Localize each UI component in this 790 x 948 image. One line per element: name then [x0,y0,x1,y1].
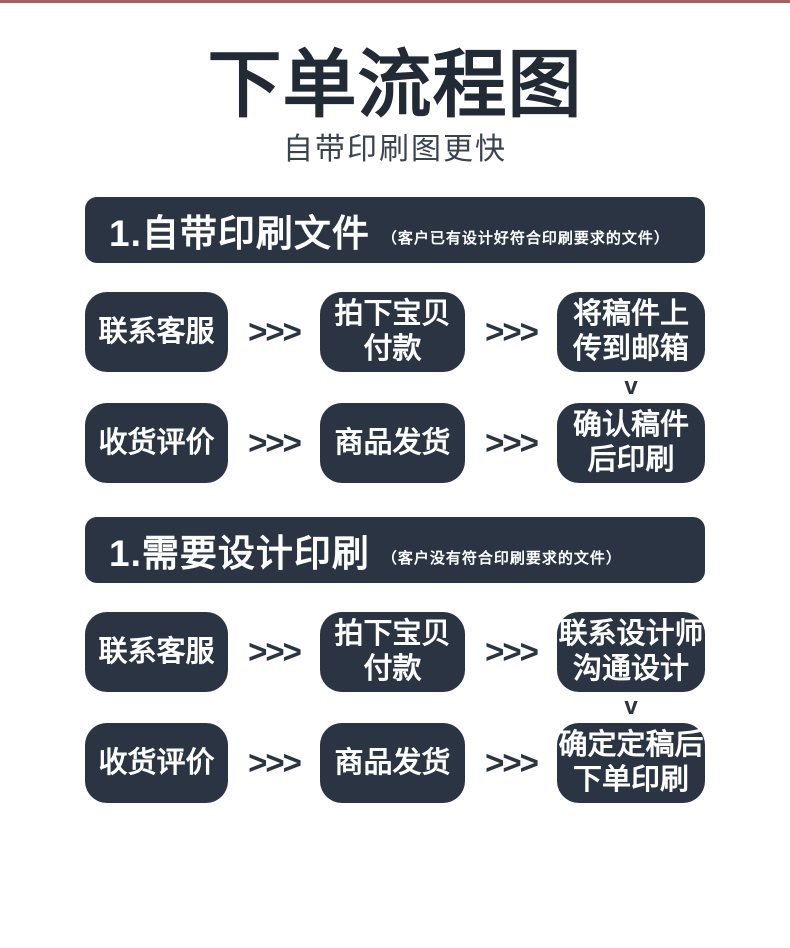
flow-row: 收货评价 >>> 商品发货 >>> 确认稿件 后印刷 [85,403,705,483]
flow-step-label: 将稿件上 [572,298,689,330]
flow-step-box: 确定定稿后 下单印刷 [557,723,705,803]
flow-row: 联系客服 >>> 拍下宝贝 付款 >>> 联系设计师 沟通设计 [85,612,705,692]
flow-step-label: 联系客服 [98,635,215,668]
arrow-right-icon: >>> [485,633,539,670]
flow-step-label: 拍下宝贝 [334,298,451,330]
arrow-down-icon: v [624,693,638,720]
flow-step-label: 传到邮箱 [572,333,689,365]
flow-step-label: 商品发货 [334,746,451,779]
flow-step-box: 联系客服 [85,612,228,692]
top-accent-line [0,0,790,3]
flow-step-label: 沟通设计 [572,653,689,685]
arrow-right-icon: >>> [485,424,539,461]
flow-step-box: 收货评价 [85,403,228,483]
flow-step-box: 将稿件上 传到邮箱 [557,292,705,372]
arrow-right-icon: >>> [248,424,302,461]
flow-step-box: 联系客服 [85,292,228,372]
section-note: （客户没有符合印刷要求的文件） [381,549,622,567]
flow-step-label: 收货评价 [98,426,215,459]
page-subtitle: 自带印刷图更快 [283,133,507,166]
flow-connector-row: v [85,372,705,403]
flow-section-need-design: 1.需要设计印刷 （客户没有符合印刷要求的文件） 联系客服 >>> 拍下宝贝 付… [85,517,705,803]
flow-step-label: 下单印刷 [572,764,689,796]
arrow-right-icon: >>> [248,744,302,781]
flow-step-label: 确认稿件 [572,409,689,441]
arrow-right-icon: >>> [485,744,539,781]
flow-row: 收货评价 >>> 商品发货 >>> 确定定稿后 下单印刷 [85,723,705,803]
flow-step-label: 付款 [363,653,422,685]
page-title: 下单流程图 [207,43,583,126]
flow-step-label: 确定定稿后 [558,729,704,761]
flow-connector-row: v [85,692,705,723]
section-header-bar: 1.需要设计印刷 （客户没有符合印刷要求的文件） [85,517,705,583]
section-heading: 1.需要设计印刷 [109,533,370,574]
flow-step-box: 确认稿件 后印刷 [557,403,705,483]
flow-row: 联系客服 >>> 拍下宝贝 付款 >>> 将稿件上 传到邮箱 [85,292,705,372]
arrow-right-icon: >>> [248,313,302,350]
flow-step-box: 拍下宝贝 付款 [320,612,465,692]
flow-step-label: 商品发货 [334,426,451,459]
flow-step-label: 收货评价 [98,746,215,779]
arrow-right-icon: >>> [248,633,302,670]
section-heading: 1.自带印刷文件 [109,213,370,254]
flow-step-box: 联系设计师 沟通设计 [557,612,705,692]
flow-step-label: 联系客服 [98,315,215,348]
flow-step-label: 拍下宝贝 [334,618,451,650]
flow-step-box: 收货评价 [85,723,228,803]
section-header-bar: 1.自带印刷文件 （客户已有设计好符合印刷要求的文件） [85,197,705,263]
flow-step-box: 拍下宝贝 付款 [320,292,465,372]
flow-step-label: 联系设计师 [558,618,704,650]
flow-step-box: 商品发货 [320,723,465,803]
arrow-down-icon: v [624,373,638,400]
flow-step-label: 后印刷 [587,444,675,476]
flow-section-own-file: 1.自带印刷文件 （客户已有设计好符合印刷要求的文件） 联系客服 >>> 拍下宝… [85,197,705,483]
section-note: （客户已有设计好符合印刷要求的文件） [381,229,670,247]
flow-step-label: 付款 [363,333,422,365]
flow-step-box: 商品发货 [320,403,465,483]
arrow-right-icon: >>> [485,313,539,350]
